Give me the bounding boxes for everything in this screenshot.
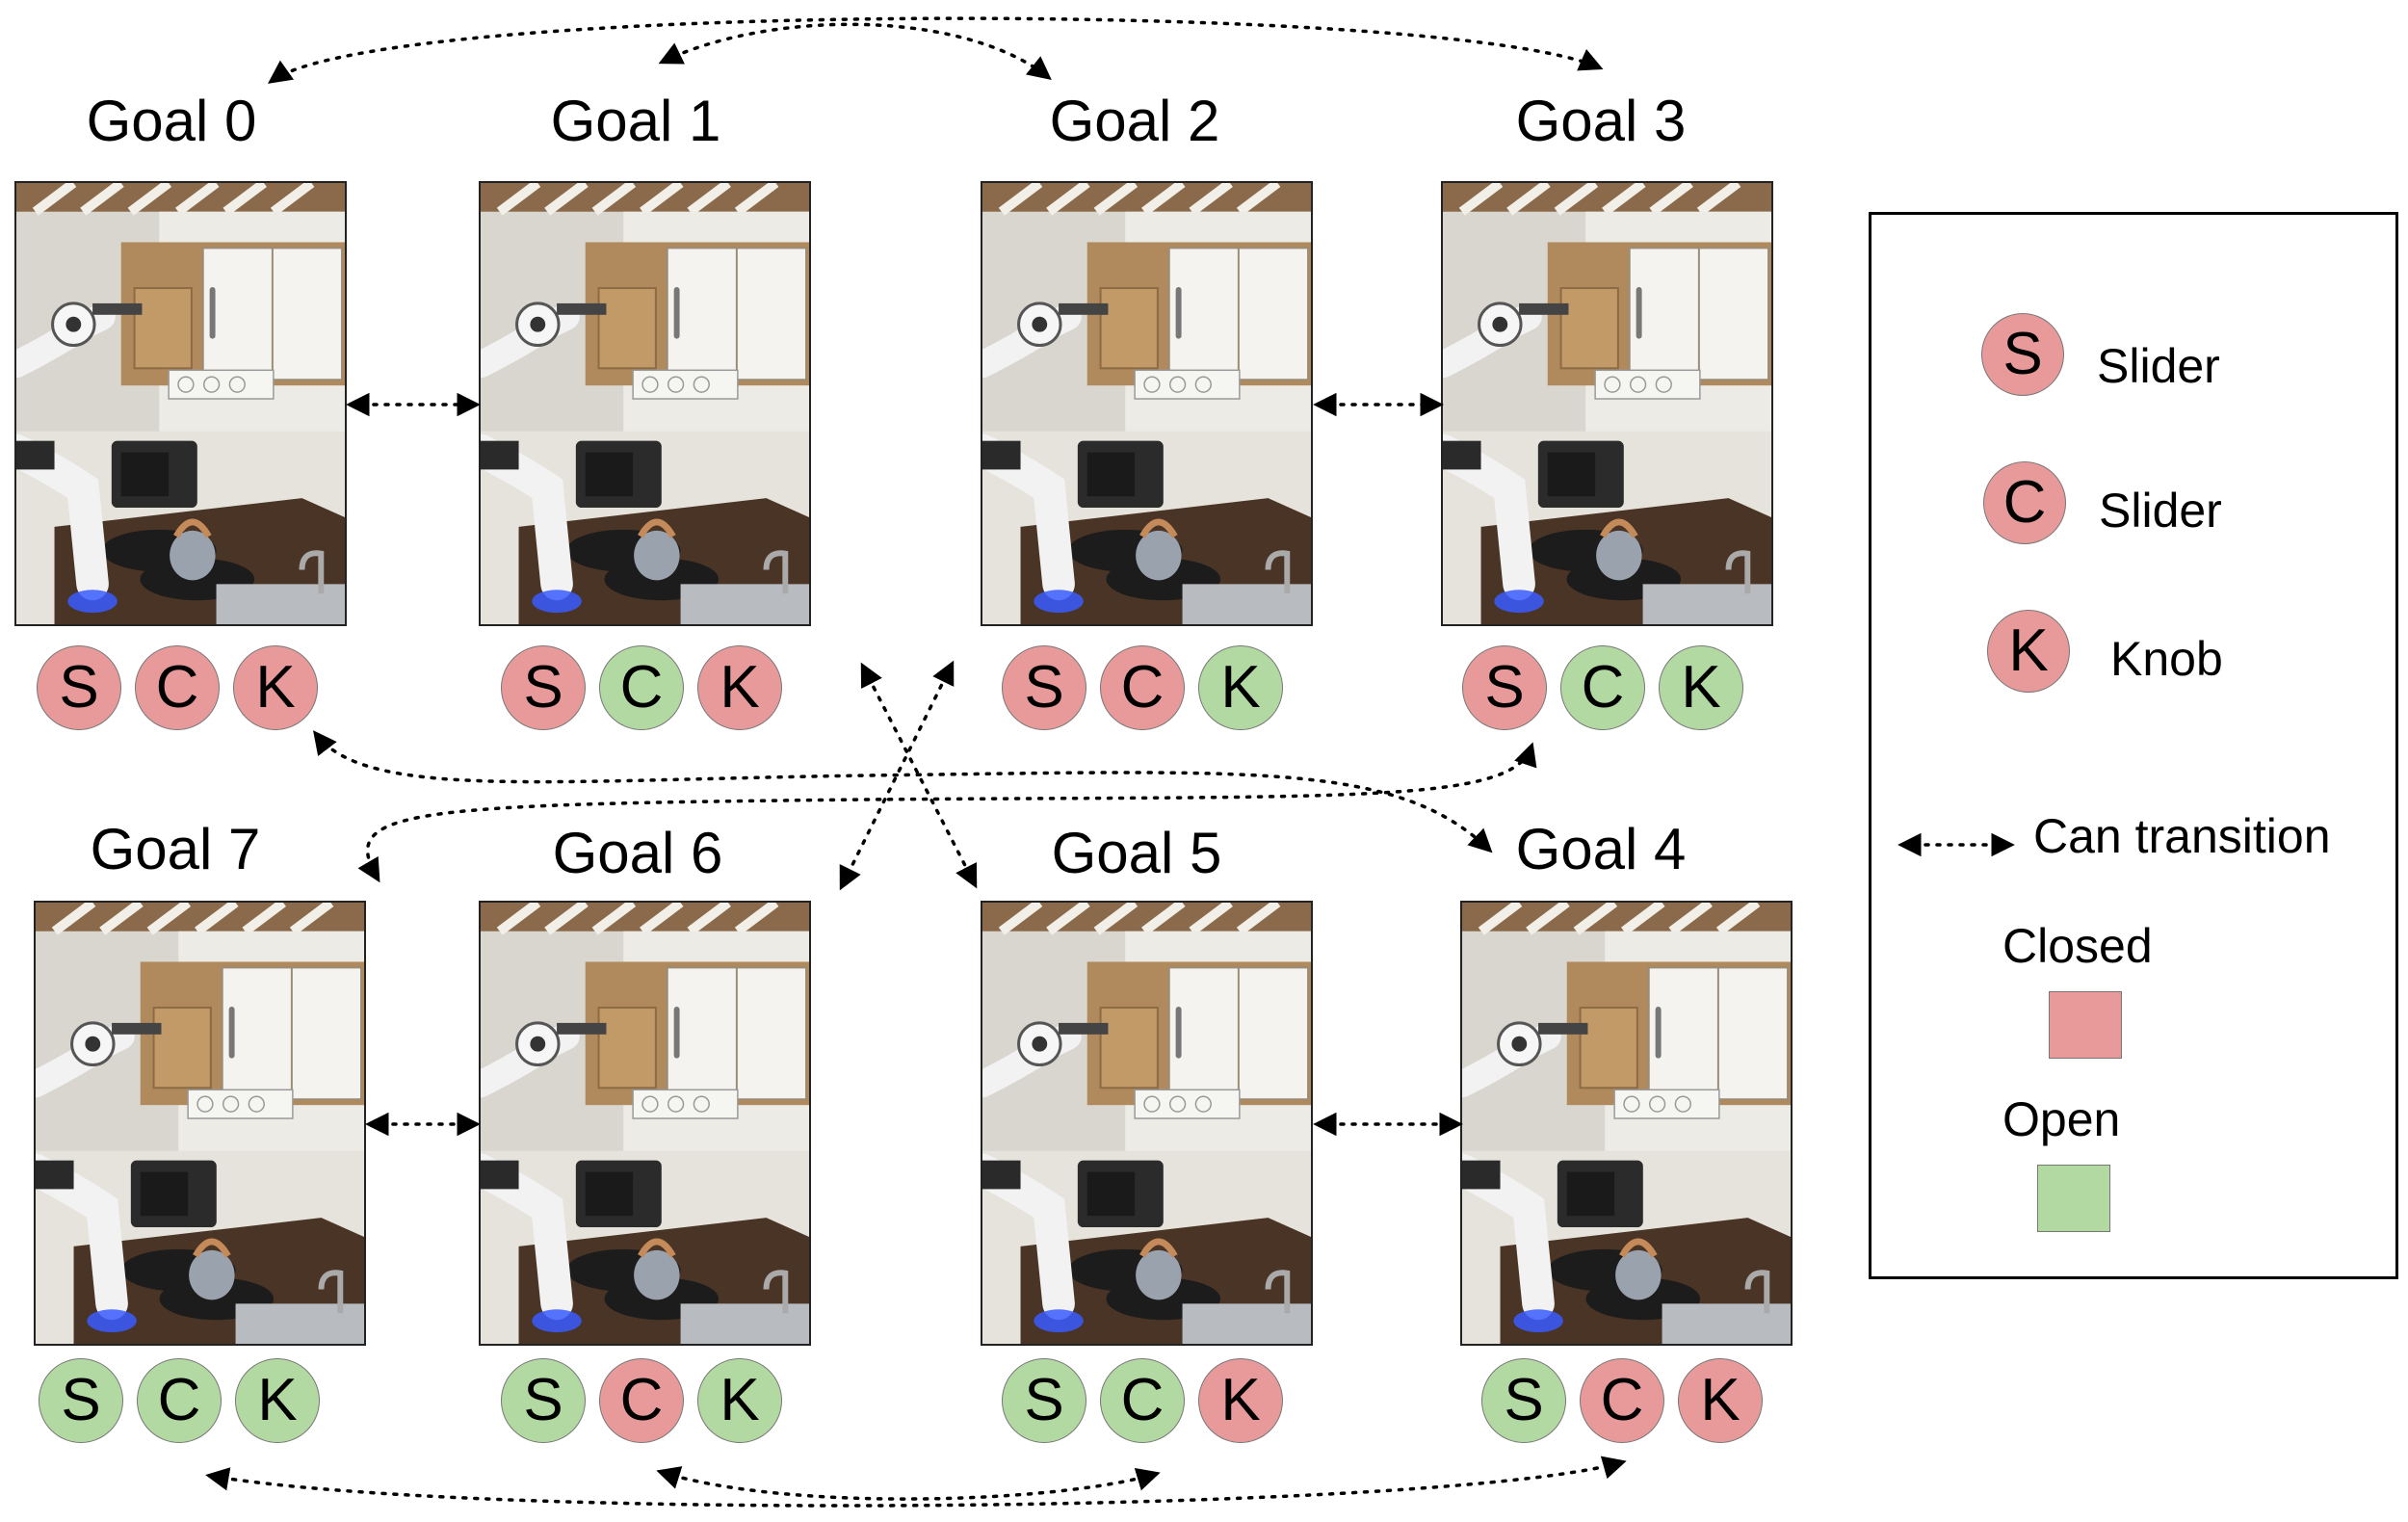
goal-3-photo (1441, 181, 1773, 626)
state-badge-c: C (1560, 645, 1645, 730)
legend-slider-s-label: Slider (2097, 339, 2220, 393)
state-badge-k: K (697, 645, 782, 730)
arrow-goal2-goal6 (839, 660, 955, 891)
legend-transition-label: Can transition (2033, 809, 2331, 863)
arrow-goal0-goal4 (313, 730, 1493, 853)
goal-6-photo (479, 901, 811, 1346)
state-badge-k: K (1678, 1358, 1763, 1443)
state-badge-c: C (1100, 1358, 1185, 1443)
legend-slider-c-label: Slider (2099, 484, 2222, 538)
state-badge-c: C (135, 645, 220, 730)
legend: S Slider C Slider K Knob Can transition … (1869, 212, 2398, 1279)
legend-slider-c-badge: C (1983, 461, 2066, 544)
state-badge-s: S (37, 645, 121, 730)
state-badge-c: C (137, 1358, 222, 1443)
legend-closed-swatch (2049, 991, 2122, 1059)
arrow-goal1-goal5 (860, 662, 978, 889)
goal-2-title: Goal 2 (1049, 89, 1220, 153)
state-badge-s: S (1002, 645, 1086, 730)
state-badge-s: S (1481, 1358, 1566, 1443)
legend-open-label: Open (2002, 1092, 2121, 1146)
goal-5-title: Goal 5 (1051, 821, 1222, 885)
legend-knob-label: Knob (2110, 632, 2223, 686)
goal-1-photo (479, 181, 811, 626)
legend-closed-label: Closed (2002, 919, 2153, 973)
arrow-goal1-goal2 (658, 22, 1052, 81)
goal-0-title: Goal 0 (86, 89, 257, 153)
state-badge-s: S (501, 1358, 586, 1443)
state-badge-k: K (233, 645, 318, 730)
legend-knob-badge: K (1987, 610, 2070, 693)
arrow-goal7-goal3 (357, 742, 1537, 883)
goal-2-photo (981, 181, 1313, 626)
state-badge-k: K (697, 1358, 782, 1443)
legend-slider-s-badge: S (1981, 313, 2064, 396)
goal-0-photo (14, 181, 347, 626)
legend-open-swatch (2037, 1165, 2110, 1232)
goal-3-title: Goal 3 (1515, 89, 1687, 153)
state-badge-s: S (39, 1358, 123, 1443)
arrow-goal6-goal5 (656, 1466, 1161, 1501)
goal-7-title: Goal 7 (90, 817, 261, 881)
state-badge-c: C (1100, 645, 1185, 730)
goal-1-title: Goal 1 (550, 89, 721, 153)
state-badge-k: K (1198, 645, 1283, 730)
arrow-goal7-goal4 (205, 1456, 1627, 1508)
legend-transition-arrow-icon (1898, 833, 2015, 856)
state-badge-c: C (599, 645, 684, 730)
goal-4-title: Goal 4 (1515, 817, 1687, 881)
state-badge-k: K (1198, 1358, 1283, 1443)
state-badge-s: S (1462, 645, 1547, 730)
goal-6-title: Goal 6 (552, 821, 723, 885)
state-badge-s: S (1002, 1358, 1086, 1443)
goal-5-photo (981, 901, 1313, 1346)
state-badge-k: K (1659, 645, 1743, 730)
goal-7-photo (34, 901, 366, 1346)
state-badge-c: C (599, 1358, 684, 1443)
arrow-goal0-goal3 (267, 16, 1604, 84)
state-badge-c: C (1580, 1358, 1664, 1443)
state-badge-k: K (235, 1358, 320, 1443)
state-badge-s: S (501, 645, 586, 730)
goal-4-photo (1460, 901, 1793, 1346)
